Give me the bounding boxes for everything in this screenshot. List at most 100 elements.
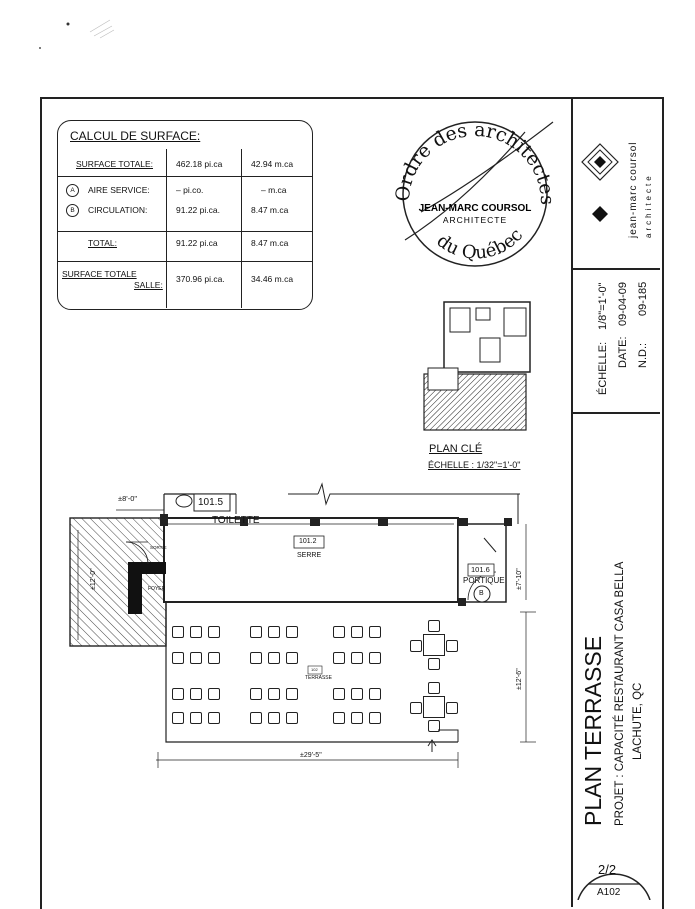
chair — [369, 712, 381, 724]
row-label: AIRE SERVICE: — [88, 185, 150, 195]
room-name-terrasse: TERRASSE — [305, 675, 332, 681]
chair — [333, 688, 345, 700]
dimension-right-bottom: ±12'-6" — [516, 668, 523, 690]
project-location: LACHUTE, QC — [632, 682, 644, 760]
brand-sub: architecte — [644, 173, 653, 238]
calc-title: CALCUL DE SURFACE: — [70, 129, 201, 143]
key-plan-scale: ÉCHELLE : 1/32"=1'-0" — [428, 460, 521, 470]
row-label: SURFACE TOTALE — [62, 269, 137, 279]
row-value: 8.47 m.ca — [251, 205, 289, 215]
chair — [268, 712, 280, 724]
chair — [369, 688, 381, 700]
floor-plan — [69, 482, 536, 768]
marker-a: A — [66, 184, 79, 197]
row-value: 42.94 m.ca — [251, 159, 294, 169]
chair — [250, 688, 262, 700]
room-name-serre: SERRE — [297, 552, 322, 559]
foyer-label: FOYER — [148, 586, 166, 592]
chair — [428, 620, 440, 632]
chair — [446, 640, 458, 652]
chair — [190, 652, 202, 664]
chair — [268, 626, 280, 638]
seal-arc-text: Ordre des architectes — [392, 119, 558, 205]
chair — [208, 688, 220, 700]
chair — [208, 712, 220, 724]
chair — [333, 626, 345, 638]
chair — [369, 626, 381, 638]
chair — [172, 652, 184, 664]
row-value: 370.96 pi.ca. — [176, 274, 225, 284]
surface-calculation-table: CALCUL DE SURFACE: SURFACE TOTALE: 462.1… — [57, 120, 313, 310]
seal-name: JEAN-MARC COURSOL — [419, 203, 532, 214]
sheet-id: A102 — [597, 887, 621, 898]
chair — [250, 626, 262, 638]
chair — [369, 652, 381, 664]
chair — [172, 688, 184, 700]
room-number-serre: 101.2 — [299, 538, 317, 545]
date-value: 09-04-09 — [617, 281, 629, 326]
table-grid — [241, 149, 242, 308]
chair — [333, 712, 345, 724]
chair — [190, 712, 202, 724]
titleblock-hline — [571, 412, 660, 414]
chair — [351, 652, 363, 664]
chair — [428, 720, 440, 732]
marker-b-plan: B — [479, 590, 484, 597]
titleblock-hline — [571, 268, 660, 270]
row-value: – pi.co. — [176, 185, 204, 195]
key-plan-drawing — [423, 301, 531, 431]
chair — [250, 712, 262, 724]
marker-b: B — [66, 204, 79, 217]
chair — [410, 640, 422, 652]
brand-name: jean-marc coursol — [628, 141, 639, 238]
chair — [190, 688, 202, 700]
chair — [351, 688, 363, 700]
chair — [268, 688, 280, 700]
row-value: – m.ca — [261, 185, 287, 195]
table — [423, 696, 445, 718]
svg-text:du Québec: du Québec — [433, 225, 527, 264]
seal-bottom-text: du Québec — [433, 225, 527, 264]
chair — [286, 712, 298, 724]
plan-title: PLAN TERRASSE — [580, 635, 606, 826]
row-label: SURFACE TOTALE: — [76, 159, 153, 169]
chair — [172, 712, 184, 724]
architect-seal: Ordre des architectes du Québec JEAN-MAR… — [392, 119, 558, 267]
room-number-terrasse: 102 — [311, 667, 318, 672]
chair — [268, 652, 280, 664]
seal-role: ARCHITECTE — [443, 215, 507, 225]
nd-label: N.D.: — [637, 342, 649, 368]
chair — [410, 702, 422, 714]
table-grid — [166, 149, 167, 308]
scan-noise — [39, 19, 115, 49]
table-grid — [58, 261, 312, 262]
row-value: 91.22 pi.ca — [176, 238, 218, 248]
brand-logo — [581, 143, 619, 222]
nd-value: 09-185 — [637, 281, 649, 316]
dimension-label: ±8'-0" — [118, 494, 138, 503]
dimension-bottom: ±29'-5" — [300, 752, 322, 759]
dimension-left: ±12'-0" — [90, 568, 97, 590]
row-value: 91.22 pi.ca. — [176, 205, 220, 215]
chair — [333, 652, 345, 664]
dimension-right-top: ±7'-10" — [516, 568, 523, 590]
row-label: TOTAL: — [88, 238, 117, 248]
scale-label: ÉCHELLE: — [597, 341, 609, 395]
sheet-border — [40, 97, 664, 909]
chair — [172, 626, 184, 638]
chair — [428, 658, 440, 670]
chair — [208, 652, 220, 664]
scale-value: 1/8"=1'-0" — [597, 282, 609, 330]
chair — [286, 652, 298, 664]
chair — [286, 626, 298, 638]
row-label: SALLE: — [134, 280, 163, 290]
room-number-portique: 101.6 — [471, 565, 490, 574]
table-grid — [58, 176, 312, 177]
chair — [250, 652, 262, 664]
chair — [190, 626, 202, 638]
row-value: 8.47 m.ca — [251, 238, 289, 248]
table — [423, 634, 445, 656]
project-name: PROJET : CAPACITÉ RESTAURANT CASA BELLA — [614, 561, 626, 826]
date-label: DATE: — [617, 336, 629, 368]
chair — [428, 682, 440, 694]
